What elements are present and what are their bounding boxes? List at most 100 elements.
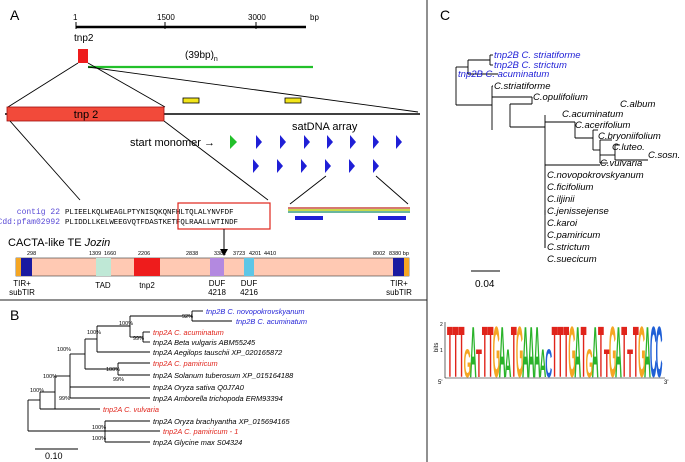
logo-letter: A [470, 313, 477, 393]
svg-text:1660: 1660 [104, 251, 116, 257]
tree-c-leaf: C.karoi [547, 218, 578, 229]
tree-c-leaf: C.jenissejense [547, 206, 609, 217]
tree-b-leaf: tnp2A Glycine max S04324 [153, 438, 242, 447]
logo-letter: A [644, 313, 651, 393]
tree-b-leaf: tnp2A Beta vulgaris ABM55245 [153, 338, 256, 347]
duf4216-label-1: DUF [241, 279, 258, 288]
tree-b-bootstrap: 92% 100% 99% 100% 100% 99% 100% 99% 100%… [30, 314, 193, 442]
logo-letter: A [505, 343, 512, 387]
tree-c-leaf: C.vulvaria [600, 158, 642, 169]
tree-c-leaf: C.acuminatum [562, 109, 623, 120]
scale-tick-3000: 3000 [248, 13, 266, 22]
panel-label-a: A [10, 7, 20, 23]
tree-c-leaf: C.acerifolium [575, 120, 631, 131]
logo-letter: T [557, 313, 563, 393]
tnp2-long-label: tnp 2 [74, 109, 98, 121]
logo-letter: A [539, 343, 546, 387]
logo-letter: T [511, 313, 517, 393]
tree-b-leaf: tnp2A C. pamiricum - 1 [163, 427, 238, 436]
logo-letter: T [459, 313, 465, 393]
sat-blue-bar-1 [295, 216, 323, 220]
svg-text:100%: 100% [87, 330, 101, 336]
logo-letter: A [574, 313, 581, 393]
tree-b-scale: 0.10 [35, 448, 78, 461]
repeat-label: (39bp)n [185, 50, 218, 63]
te-domain-labels: TIR+ subTIR TAD tnp2 DUF 4218 DUF 4216 T… [9, 279, 412, 297]
logo-letter: T [447, 313, 453, 393]
satdna-alignment-strip [288, 207, 410, 220]
svg-text:2: 2 [440, 322, 443, 328]
logo-letter: A [522, 313, 529, 393]
tree-b [27, 310, 232, 443]
tnp2-short-box [78, 49, 88, 63]
logo-letter: T [488, 313, 494, 393]
tree-c-leaf: C.iljinii [547, 194, 575, 205]
logo-letter: G [493, 313, 500, 393]
te-duf4216 [244, 258, 254, 276]
logo-letter: T [563, 313, 569, 393]
tree-c-leaf: C.opulifolium [533, 92, 588, 103]
svg-text:3382: 3382 [214, 251, 226, 257]
logo-letter: A [592, 313, 599, 393]
tir-left-label-1: TIR+ [13, 279, 31, 288]
tree-b-leaf: tnp2A Oryza sativa Q0J7A0 [153, 383, 245, 392]
scale-tick-1500: 1500 [157, 13, 175, 22]
tree-c-leaves: tnp2B C. striatiforme tnp2B C. strictum … [458, 50, 680, 265]
tree-c-leaf: tnp2B C. strictum [494, 60, 567, 71]
svg-text:99%: 99% [113, 377, 124, 383]
logo-letter: T [581, 313, 587, 393]
align-link-left [9, 120, 81, 201]
logo-letter: G [568, 313, 575, 393]
scale-bar: 1 1500 3000 bp [73, 13, 319, 29]
cacta-pointer-head [220, 249, 228, 256]
tree-c-leaf: tnp2B C. striatiforme [494, 50, 581, 61]
svg-text:4201: 4201 [249, 251, 261, 257]
alignment-row1-name: contig 22 [17, 208, 60, 217]
tree-b-leaf: tnp2A Oryza brachyantha XP_015694165 [153, 417, 290, 426]
svg-text:100%: 100% [92, 425, 106, 431]
tree-b-leaf: tnp2A C. pamiricum [153, 359, 218, 368]
logo-letter: T [476, 343, 482, 387]
svg-text:92%: 92% [182, 314, 193, 320]
tree-c-leaf: C.album [620, 99, 655, 110]
satdna-label: satDNA array [292, 121, 358, 133]
logo-letter: T [621, 313, 627, 393]
svg-text:298: 298 [27, 251, 36, 257]
tree-b-scale-label: 0.10 [45, 451, 63, 461]
duf4218-label-1: DUF [209, 279, 226, 288]
svg-text:2838: 2838 [186, 251, 198, 257]
te-duf4218 [210, 258, 224, 276]
panel-label-b: B [10, 307, 19, 323]
tir-right-label-2: subTIR [386, 288, 412, 297]
logo-letter: T [552, 313, 558, 393]
duf4216-label-2: 4216 [240, 288, 258, 297]
tree-b-leaf: tnp2A Aegilops tauschii XP_020165872 [153, 348, 282, 357]
tree-b-leaves: tnp2B C. novopokrovskyanum tnp2B C. acum… [103, 307, 307, 447]
te-tnp2 [134, 258, 160, 276]
logo-letter: G [516, 313, 523, 393]
tree-b-leaf: tnp2A Amborella trichopoda ERM93394 [153, 394, 283, 403]
sat-link-right [375, 175, 409, 205]
logo-y-label: bits [434, 343, 440, 352]
svg-text:100%: 100% [57, 347, 71, 353]
logo-letter: G [464, 343, 471, 387]
panel-label-c: C [440, 7, 450, 23]
tree-c-scale: 0.04 [471, 270, 500, 290]
sat-link-left [289, 175, 327, 205]
logo-letter: T [482, 313, 488, 393]
te-end-left [16, 258, 21, 276]
tree-c-leaf: tnp2B C. acuminatum [458, 69, 549, 80]
yellow-marker-1 [182, 97, 200, 104]
svg-text:100%: 100% [106, 367, 120, 373]
protein-alignment: contig 22 PLIEELKQLWEAGLPTYNISQKQNFHLTQL… [0, 202, 271, 230]
svg-text:100%: 100% [30, 388, 44, 394]
te-coordinates: 298 1309 1660 2206 2838 3382 3723 4201 4… [27, 251, 409, 257]
logo-letter: G [586, 343, 593, 387]
tree-c-leaf: C.sosn. [648, 150, 680, 161]
svg-text:100%: 100% [119, 321, 133, 327]
logo-letter: A [528, 313, 535, 393]
zoom-line-mid [87, 62, 166, 108]
tree-b-leaf: tnp2A C. acuminatum [153, 328, 224, 337]
logo-letter: T [627, 343, 633, 387]
satdna-triangles [253, 135, 402, 173]
